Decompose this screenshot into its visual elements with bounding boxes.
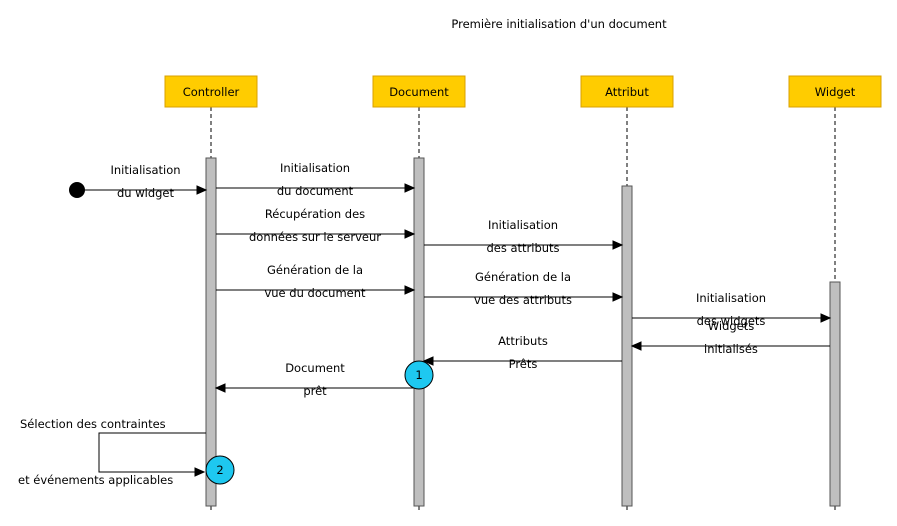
step-marker-label: 1 xyxy=(415,368,422,382)
message-label-line: du widget xyxy=(117,186,175,200)
activation-bar-controller xyxy=(205,157,217,507)
message-label-line: Initialisation xyxy=(488,218,558,232)
step-marker-2: 2 xyxy=(205,455,235,485)
message-label-line: vue des attributs xyxy=(474,293,572,307)
step-marker-circle xyxy=(205,455,235,485)
message-label-line: Widgets xyxy=(708,319,755,333)
message-7: Initialisation des widgets xyxy=(632,291,832,328)
activation-bar-attribut xyxy=(621,185,633,507)
message-1: Initialisation du widget xyxy=(85,163,208,200)
participant-label: Widget xyxy=(815,85,856,99)
arrowhead-icon xyxy=(612,292,624,302)
self-message-arrow xyxy=(98,432,206,473)
message-label-line: des widgets xyxy=(697,314,766,328)
message-5: Génération de la vue du document xyxy=(216,263,416,300)
arrowhead-icon xyxy=(404,285,416,295)
message-label-line: Initialisation xyxy=(696,291,766,305)
participant-box xyxy=(580,75,674,108)
message-label-line: Récupération des xyxy=(265,207,365,221)
participant-document: Document xyxy=(372,75,466,108)
message-label-line: du document xyxy=(277,184,354,198)
message-3: Récupération des données sur le serveur xyxy=(216,207,416,244)
arrowhead-icon xyxy=(422,356,434,366)
arrowhead-icon xyxy=(820,313,832,323)
arrowhead-icon xyxy=(196,185,208,195)
diagram-title: Première initialisation d'un document xyxy=(451,17,667,31)
participant-widget: Widget xyxy=(788,75,882,108)
step-marker-1: 1 xyxy=(404,360,434,390)
participant-box xyxy=(164,75,258,108)
message-8: Widgets initialisés xyxy=(630,319,830,356)
activation-bar-widget xyxy=(829,281,841,507)
message-2: Initialisation du document xyxy=(216,161,416,198)
message-label-line: Initialisation xyxy=(110,163,180,177)
participant-label: Document xyxy=(389,85,449,99)
participant-box xyxy=(372,75,466,108)
self-message-label-line: Sélection des contraintes xyxy=(20,417,166,431)
message-label-line: vue du document xyxy=(264,286,366,300)
message-label-line: Génération de la xyxy=(267,263,363,277)
arrowhead-icon xyxy=(214,383,226,393)
activation-bar-document xyxy=(413,157,425,507)
message-10: Document prêt xyxy=(214,361,414,398)
message-4: Initialisation des attributs xyxy=(424,218,624,255)
message-label-line: des attributs xyxy=(486,241,559,255)
participant-label: Attribut xyxy=(605,85,649,99)
participant-attribut: Attribut xyxy=(580,75,674,108)
participant-box xyxy=(788,75,882,108)
arrowhead-icon xyxy=(630,341,642,351)
arrowhead-icon xyxy=(612,240,624,250)
self-message: Sélection des contraintes et événements a… xyxy=(18,417,206,487)
participant-controller: Controller xyxy=(164,75,258,108)
initial-node-icon xyxy=(69,182,85,198)
arrowhead-icon xyxy=(404,183,416,193)
message-label-line: données sur le serveur xyxy=(249,230,381,244)
message-label-line: Document xyxy=(285,361,345,375)
message-label-line: prêt xyxy=(303,384,327,398)
arrowhead-icon xyxy=(194,467,206,477)
message-label-line: initialisés xyxy=(704,342,758,356)
participant-label: Controller xyxy=(183,85,240,99)
arrowhead-icon xyxy=(404,229,416,239)
step-marker-label: 2 xyxy=(216,463,223,477)
message-label-line: Prêts xyxy=(509,357,538,371)
message-label-line: Initialisation xyxy=(280,161,350,175)
self-message-label-line: et événements applicables xyxy=(18,473,173,487)
message-label-line: Attributs xyxy=(498,334,548,348)
step-marker-circle xyxy=(404,360,434,390)
message-label-line: Génération de la xyxy=(475,270,571,284)
message-6: Génération de la vue des attributs xyxy=(424,270,624,307)
